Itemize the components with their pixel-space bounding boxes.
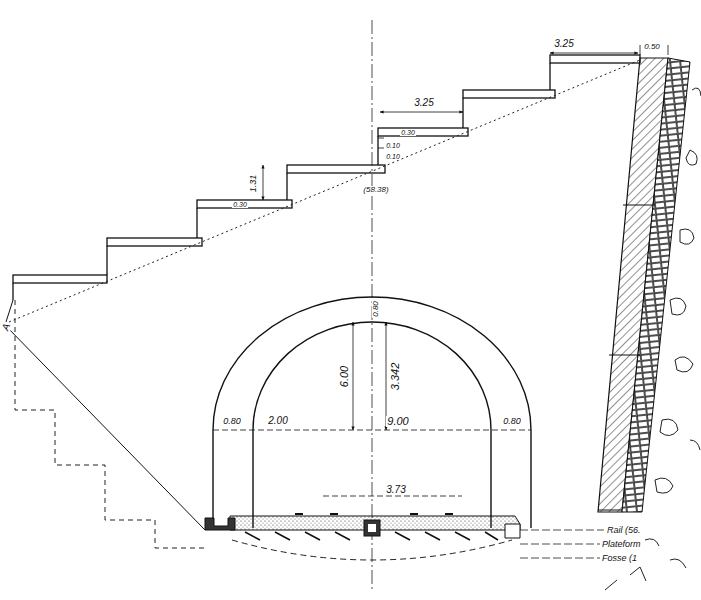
level-label: Fosse (1: [601, 554, 638, 563]
dimension-label: 0.10: [385, 153, 401, 160]
dimension-label: 0.30: [400, 129, 416, 136]
slope-line: [9, 60, 640, 322]
level-label: Rail (56.: [606, 526, 642, 535]
dimension-label: (58.38): [362, 186, 389, 194]
level-lines: [520, 530, 604, 558]
staircase: [5, 55, 640, 530]
dimension-label: 6.00: [339, 364, 350, 387]
dimension-label: 3.73: [385, 485, 406, 495]
dimension-label: 2.00: [267, 416, 288, 426]
retaining-wall: [598, 58, 701, 590]
dimension-label: 3.25: [553, 39, 574, 49]
level-label: Plateform: [601, 540, 642, 549]
dimension-label: 1.31: [250, 173, 259, 193]
dimension-label: 0.10: [385, 142, 401, 149]
foundation-dashed: [15, 300, 205, 548]
tunnel-arch: [213, 297, 531, 528]
dimension-label: 3.25: [413, 98, 434, 108]
dimension-label: 0.30: [232, 201, 248, 208]
dimension-label: 0.80: [502, 417, 522, 426]
dimension-label: 0.80: [372, 300, 380, 318]
dimension-label: 3.342: [391, 361, 402, 391]
dimension-lines: [213, 45, 668, 496]
tunnel-floor: [205, 514, 520, 560]
dimension-label: 0.50: [643, 43, 661, 51]
dimension-label: 9.00: [386, 416, 409, 427]
dimension-label: 0.80: [222, 417, 242, 426]
